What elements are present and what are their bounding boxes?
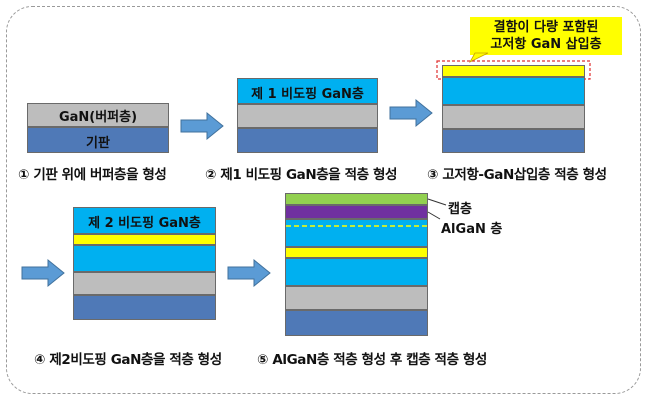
second-undoped-gan-layer <box>285 219 428 247</box>
substrate-layer <box>285 310 428 336</box>
cap-layer-leader <box>427 198 447 206</box>
right-arrow-icon <box>389 98 433 128</box>
buffer-layer <box>73 272 216 295</box>
substrate-layer <box>442 129 585 153</box>
first-undoped-gan-layer <box>237 78 378 104</box>
gan-buffer-label: GaN(버퍼층) <box>58 110 138 125</box>
right-arrow-icon <box>180 111 224 141</box>
diagram-frame <box>6 6 641 394</box>
first-undoped-gan-layer <box>73 245 216 272</box>
insertion-layer-callout: 결함이 다량 포함된 고저항 GaN 삽입층 <box>470 17 622 55</box>
first-undoped-gan-label: 제 1 비도핑 GaN층 <box>251 87 364 102</box>
buffer-layer <box>237 104 378 128</box>
right-arrow-icon <box>227 258 271 288</box>
second-undoped-gan-label: 제 2 비도핑 GaN층 <box>88 216 201 231</box>
step4-caption: ④ 제2비도핑 GaN층을 적층 형성 <box>34 352 222 368</box>
substrate-label: 기판 <box>86 136 110 151</box>
step5-caption: ⑤ AlGaN층 적층 형성 후 캡층 적층 형성 <box>257 352 487 368</box>
callout-line2: 고저항 GaN 삽입층 <box>490 37 602 52</box>
first-undoped-gan-layer <box>442 77 585 105</box>
step3-caption: ③ 고저항-GaN삽입층 적층 형성 <box>427 167 607 183</box>
high-resistance-gan-insertion-layer <box>285 247 428 258</box>
buffer-layer <box>285 286 428 310</box>
step2-caption: ② 제1 비도핑 GaN층을 적층 형성 <box>205 167 398 183</box>
right-arrow-icon <box>21 258 65 288</box>
high-resistance-gan-insertion-layer <box>73 234 216 245</box>
cap-layer <box>285 193 428 205</box>
second-undoped-gan-layer <box>73 207 216 234</box>
buffer-layer <box>442 105 585 129</box>
callout-line1: 결함이 다량 포함된 <box>493 20 599 35</box>
high-resistance-gan-insertion-layer <box>442 65 585 77</box>
gan-buffer-layer <box>27 103 169 127</box>
cap-layer-label: 캡층 <box>448 202 472 217</box>
algan-layer <box>285 205 428 219</box>
algan-layer-leader <box>427 211 441 220</box>
substrate-layer <box>27 127 169 153</box>
first-undoped-gan-layer <box>285 258 428 286</box>
step1-caption: ① 기판 위에 버퍼층을 형성 <box>18 167 167 183</box>
substrate-layer <box>237 128 378 153</box>
substrate-layer <box>73 295 216 320</box>
algan-layer-label: AlGaN 층 <box>441 222 503 237</box>
